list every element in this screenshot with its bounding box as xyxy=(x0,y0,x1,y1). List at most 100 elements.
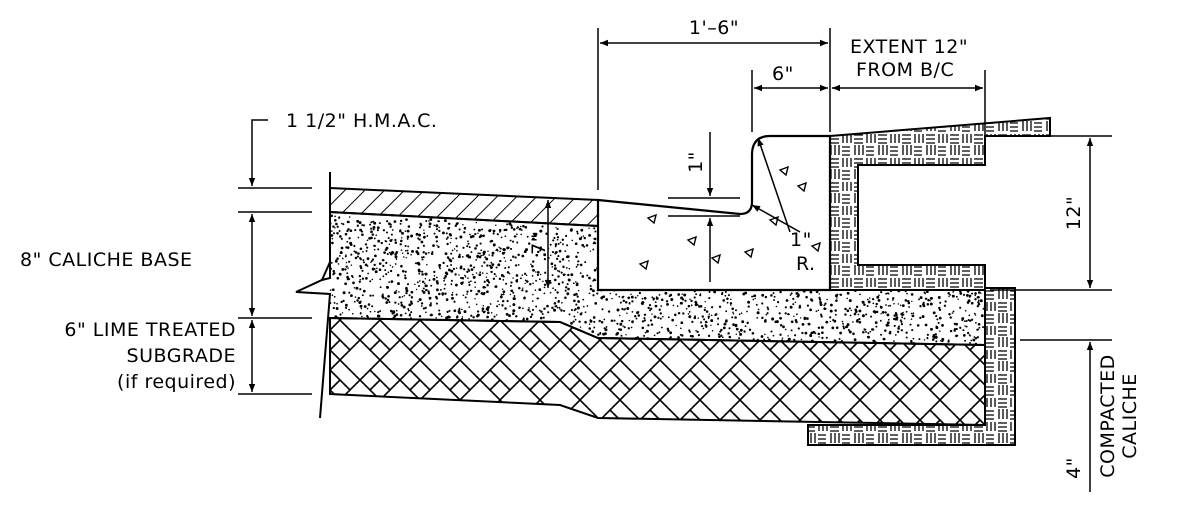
stipple-dot xyxy=(870,315,873,318)
stipple-dot xyxy=(340,300,343,304)
label-extent-1: EXTENT 12" xyxy=(850,36,968,58)
left-break-line xyxy=(295,172,332,419)
stipple-dot xyxy=(738,337,741,340)
stipple-dot xyxy=(436,276,438,279)
stipple-dot xyxy=(551,306,554,310)
stipple-dot xyxy=(626,307,630,310)
stipple-dot xyxy=(866,298,869,301)
stipple-dot xyxy=(854,310,858,313)
stipple-dot xyxy=(433,270,436,274)
stipple-dot xyxy=(599,332,602,335)
stipple-dot xyxy=(424,306,427,310)
stipple-dot xyxy=(549,291,552,294)
stipple-dot xyxy=(495,248,499,251)
stipple-dot xyxy=(449,234,453,237)
stipple-dot xyxy=(687,304,691,308)
stipple-dot xyxy=(482,234,485,238)
stipple-dot xyxy=(927,298,930,302)
stipple-dot xyxy=(469,289,473,293)
stipple-dot xyxy=(574,242,578,246)
stipple-dot xyxy=(379,286,382,289)
stipple-dot xyxy=(699,304,703,308)
stipple-dot xyxy=(910,312,913,315)
stipple-dot xyxy=(936,318,939,321)
stipple-dot xyxy=(593,320,596,323)
stipple-dot xyxy=(939,301,942,304)
stipple-dot xyxy=(386,298,390,302)
stipple-dot xyxy=(481,307,485,311)
hmac-leader xyxy=(248,119,268,186)
stipple-dot xyxy=(976,336,980,339)
stipple-dot xyxy=(467,277,469,279)
stipple-dot xyxy=(789,294,792,296)
stipple-dot xyxy=(861,314,865,318)
stipple-dot xyxy=(512,240,514,243)
stipple-dot xyxy=(403,295,406,297)
stipple-dot xyxy=(556,236,560,239)
stipple-dot xyxy=(965,325,968,328)
stipple-dot xyxy=(575,292,578,296)
stipple-dot xyxy=(516,241,519,244)
stipple-dot xyxy=(556,227,559,231)
stipple-dot xyxy=(825,336,828,339)
stipple-dot xyxy=(693,316,697,320)
stipple-dot xyxy=(404,244,407,248)
stipple-dot xyxy=(881,311,885,314)
stipple-dot xyxy=(461,308,463,311)
stipple-dot xyxy=(554,305,556,308)
stipple-dot xyxy=(593,241,596,244)
stipple-dot xyxy=(576,232,579,235)
stipple-dot xyxy=(441,231,445,235)
stipple-dot xyxy=(887,305,890,307)
aggregate-triangle xyxy=(810,241,822,253)
stipple-dot xyxy=(402,305,406,309)
stipple-dot xyxy=(353,244,356,248)
stipple-dot xyxy=(720,334,723,337)
stipple-dot xyxy=(348,291,351,294)
stipple-dot xyxy=(919,316,922,320)
label-compacted-1: COMPACTED xyxy=(1097,354,1119,478)
stipple-dot xyxy=(348,237,351,240)
stipple-dot xyxy=(415,232,419,236)
stipple-dot xyxy=(580,228,584,232)
stipple-dot xyxy=(731,316,734,319)
stipple-dot xyxy=(889,304,892,307)
stipple-dot xyxy=(869,297,871,299)
stipple-dot xyxy=(468,317,470,320)
stipple-dot xyxy=(929,300,931,302)
stipple-dot xyxy=(931,338,935,341)
stipple-dot xyxy=(444,292,447,295)
stipple-dot xyxy=(463,310,467,314)
stipple-dot xyxy=(451,296,454,300)
stipple-dot xyxy=(438,220,440,223)
stipple-dot xyxy=(370,261,372,263)
stipple-dot xyxy=(354,256,358,260)
stipple-dot xyxy=(358,274,362,278)
stipple-dot xyxy=(656,332,659,335)
stipple-dot xyxy=(653,315,657,319)
stipple-dot xyxy=(474,286,476,288)
stipple-dot xyxy=(589,319,592,321)
stipple-dot xyxy=(484,256,487,259)
stipple-dot xyxy=(790,329,793,332)
stipple-dot xyxy=(407,309,410,312)
stipple-dot xyxy=(414,283,416,286)
stipple-dot xyxy=(334,260,338,263)
stipple-dot xyxy=(446,265,449,268)
stipple-dot xyxy=(702,327,705,330)
stipple-dot xyxy=(424,272,427,275)
stipple-dot xyxy=(564,296,567,299)
stipple-dot xyxy=(893,324,896,327)
stipple-dot xyxy=(461,283,463,285)
stipple-dot xyxy=(775,320,779,324)
stipple-dot xyxy=(385,246,389,250)
stipple-dot xyxy=(688,315,692,319)
stipple-dot xyxy=(884,329,887,332)
stipple-dot xyxy=(842,322,844,325)
stipple-dot xyxy=(344,303,348,307)
stipple-dot xyxy=(579,272,582,275)
stipple-dot xyxy=(761,302,764,305)
stipple-dot xyxy=(362,289,366,293)
stipple-dot xyxy=(829,309,833,313)
stipple-dot xyxy=(399,243,402,246)
